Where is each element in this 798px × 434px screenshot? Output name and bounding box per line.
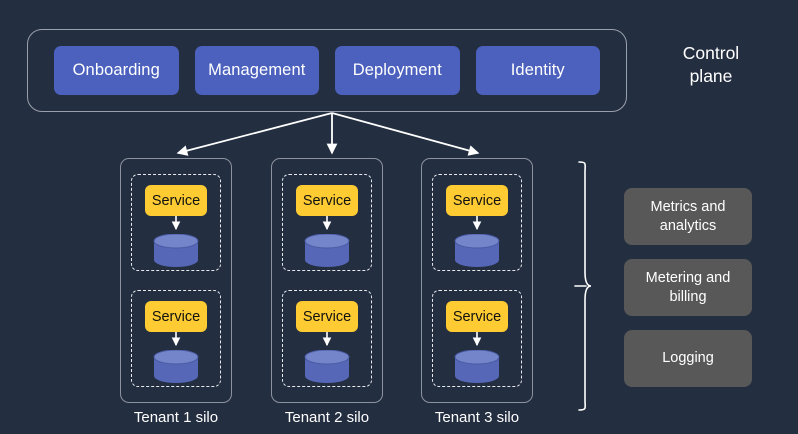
- shared-service-label-line-1: Logging: [662, 350, 714, 366]
- control-plane-button-label: Onboarding: [72, 61, 160, 79]
- control-plane-button-deployment[interactable]: Deployment: [335, 46, 460, 95]
- control-plane-label: Control plane: [636, 42, 786, 88]
- control-plane-button-label: Identity: [510, 61, 565, 79]
- service-to-database-arrow: [322, 216, 332, 231]
- database-cylinder-icon: [153, 234, 199, 267]
- shared-service-label: Metering and billing: [646, 269, 731, 307]
- service-to-database-arrow: [472, 216, 482, 231]
- shared-service-label: Logging: [662, 349, 714, 368]
- control-plane-button-label: Deployment: [352, 61, 442, 79]
- tenant-silo-1[interactable]: Service Service: [120, 158, 232, 403]
- service-box[interactable]: Service: [446, 301, 508, 332]
- control-plane-button-management[interactable]: Management: [194, 46, 319, 95]
- service-to-database-arrow: [171, 332, 181, 347]
- connector-arrow-tenant-1: [176, 112, 333, 156]
- service-group: Service: [282, 290, 372, 387]
- service-to-database-arrow: [322, 332, 332, 347]
- service-to-database-arrow: [472, 332, 482, 347]
- database-cylinder-icon: [304, 234, 350, 267]
- shared-services-brace: [574, 161, 592, 411]
- service-group: Service: [131, 290, 221, 387]
- service-box-label: Service: [452, 308, 502, 325]
- control-plane-label-line-1: Control: [682, 43, 740, 63]
- service-box[interactable]: Service: [296, 185, 358, 216]
- database-cylinder-icon: [454, 350, 500, 383]
- service-box[interactable]: Service: [145, 185, 207, 216]
- shared-service-label-line-1: Metrics and: [650, 198, 726, 215]
- tenant-silo-2[interactable]: Service Service: [271, 158, 383, 403]
- database-cylinder-icon: [153, 350, 199, 383]
- tenant-silo-1-label: Tenant 1 silo: [133, 409, 219, 426]
- tenant-silo-3[interactable]: Service Service: [421, 158, 533, 403]
- service-group: Service: [432, 290, 522, 387]
- service-box-label: Service: [302, 308, 352, 325]
- service-box-label: Service: [302, 192, 352, 209]
- service-box-label: Service: [151, 192, 201, 209]
- service-box-label: Service: [452, 192, 502, 209]
- service-group: Service: [131, 174, 221, 271]
- tenant-silo-2-label: Tenant 2 silo: [284, 409, 370, 426]
- tenant-silo-3-label: Tenant 3 silo: [434, 409, 520, 426]
- service-box[interactable]: Service: [145, 301, 207, 332]
- control-plane-button-onboarding[interactable]: Onboarding: [54, 46, 179, 95]
- shared-service-metering-and-billing[interactable]: Metering and billing: [624, 259, 752, 316]
- service-box[interactable]: Service: [296, 301, 358, 332]
- database-cylinder-icon: [454, 234, 500, 267]
- service-box-label: Service: [151, 308, 201, 325]
- service-to-database-arrow: [171, 216, 181, 231]
- shared-service-label: Metrics and analytics: [651, 198, 726, 236]
- shared-service-logging[interactable]: Logging: [624, 330, 752, 387]
- service-group: Service: [282, 174, 372, 271]
- shared-service-metrics-and-analytics[interactable]: Metrics and analytics: [624, 188, 752, 245]
- service-group: Service: [432, 174, 522, 271]
- control-plane-button-label: Management: [208, 61, 306, 79]
- shared-service-label-line-1: Metering and: [645, 269, 731, 286]
- control-plane-container: Onboarding Management Deployment Identit…: [27, 29, 627, 112]
- control-plane-button-identity[interactable]: Identity: [475, 46, 600, 95]
- shared-service-label-line-2: analytics: [659, 217, 717, 234]
- database-cylinder-icon: [304, 350, 350, 383]
- shared-service-label-line-2: billing: [669, 288, 707, 305]
- control-plane-label-line-2: plane: [689, 66, 733, 86]
- connector-arrow-tenant-3: [331, 112, 480, 156]
- service-box[interactable]: Service: [446, 185, 508, 216]
